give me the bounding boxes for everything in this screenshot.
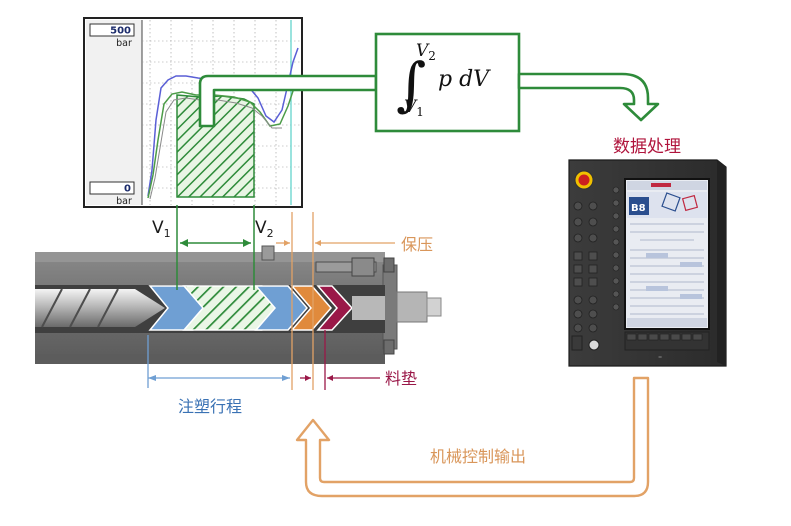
- v1-v2-markers: V1 V2: [152, 205, 274, 290]
- label-v1: V1: [152, 218, 171, 240]
- label-holding-pressure: 保压: [401, 235, 433, 254]
- y-max-box: [89, 23, 135, 37]
- y-min-box: [89, 181, 135, 195]
- pressure-chart: 500 bar 0 bar: [83, 17, 303, 208]
- label-v2: V2: [255, 218, 274, 240]
- chart-to-formula-arrow: [198, 74, 378, 128]
- screw: [35, 289, 135, 327]
- machine-controller: B8: [568, 159, 727, 367]
- melt-zone-blue-front: [254, 285, 308, 331]
- label-machine-control-output: 机械控制输出: [430, 447, 526, 466]
- melt-zone-cushion: [316, 285, 354, 331]
- pressure-volume-area: [176, 94, 255, 198]
- label-cushion: 料垫: [385, 369, 417, 388]
- integrand: p dV: [438, 67, 491, 92]
- integral-sign: ∫: [396, 50, 426, 118]
- machine-control-output-arrow: [295, 376, 650, 498]
- injection-stroke-marker: 注塑行程: [147, 335, 290, 416]
- y-max-unit: bar: [116, 38, 132, 49]
- cushion-marker: 料垫: [300, 330, 417, 390]
- melt-zone-orange: [290, 285, 332, 331]
- screen-title: B8: [631, 203, 646, 214]
- controller-keypad[interactable]: [573, 201, 598, 333]
- svg-text:=: =: [658, 355, 662, 361]
- y-min-unit: bar: [116, 196, 132, 207]
- chart-left-panel: [86, 20, 142, 205]
- integral-formula-box: ∫ V2 V1 p dV: [374, 32, 521, 133]
- formula-to-controller-arrow: [517, 72, 660, 122]
- injection-barrel: [35, 245, 442, 364]
- label-data-processing: 数据处理: [613, 137, 681, 157]
- y-min-value: 0: [124, 184, 131, 195]
- y-max-value: 500: [110, 26, 131, 37]
- label-injection-stroke: 注塑行程: [178, 397, 242, 416]
- power-indicator: [588, 339, 600, 351]
- integral-lower-limit: V1: [404, 97, 424, 119]
- integral-upper-limit: V2: [416, 41, 436, 63]
- holding-pressure-marker: 保压: [276, 212, 433, 390]
